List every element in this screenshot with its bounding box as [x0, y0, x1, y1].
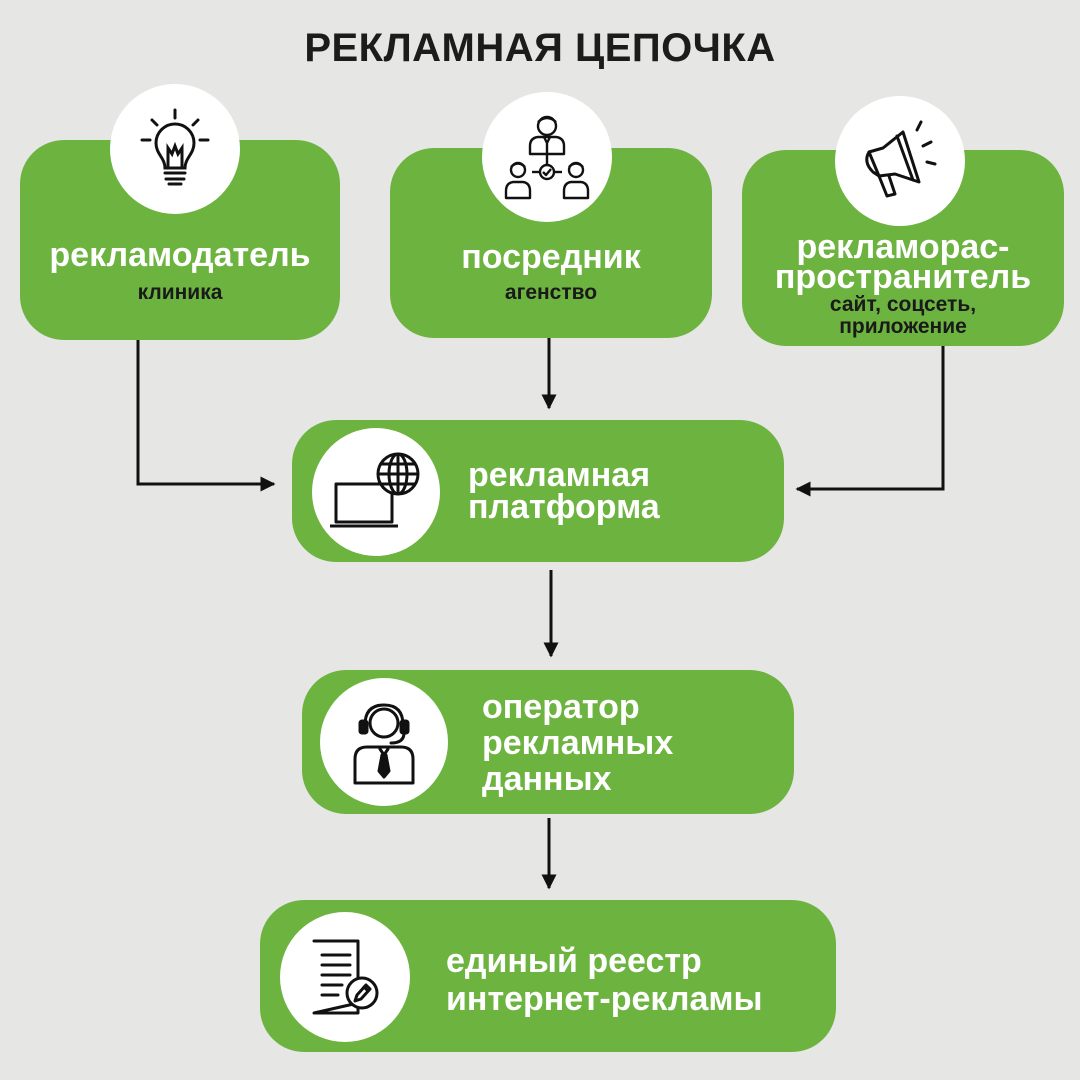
page-title: РЕКЛАМНАЯ ЦЕПОЧКА — [304, 26, 776, 70]
registry-label-line1: единый реестр — [446, 942, 702, 980]
operator-label-line1: оператор — [482, 688, 640, 726]
team-network-icon — [482, 92, 612, 222]
distributor-sublabel-line1: сайт, соцсеть, — [829, 293, 977, 316]
intermediary-sublabel: агенство — [504, 281, 598, 304]
arrow-distributor-to-platform — [795, 345, 945, 497]
platform-label-line1: рекламная — [468, 456, 651, 494]
advertiser-sublabel: клиника — [137, 281, 223, 304]
operator-headset-icon — [320, 678, 448, 806]
arrow-advertiser-to-platform — [136, 340, 276, 492]
advertiser-label: рекламодатель — [49, 236, 311, 274]
operator-label-line2: рекламных — [482, 724, 674, 762]
advertiser-node: рекламодатель клиника — [20, 140, 340, 340]
intermediary-label: посредник — [461, 238, 641, 276]
platform-label-line2: платформа — [468, 488, 660, 526]
distributor-label-line2: пространитель — [774, 258, 1032, 296]
distributor-label-line1: рекламорас- — [796, 228, 1010, 266]
operator-label-line3: данных — [482, 760, 612, 798]
distributor-sublabel-line2: приложение — [839, 315, 967, 338]
lightbulb-icon — [110, 84, 240, 214]
document-pen-icon — [280, 912, 410, 1042]
laptop-globe-icon — [312, 428, 440, 556]
megaphone-icon — [835, 96, 965, 226]
registry-label-line2: интернет-рекламы — [446, 980, 763, 1018]
